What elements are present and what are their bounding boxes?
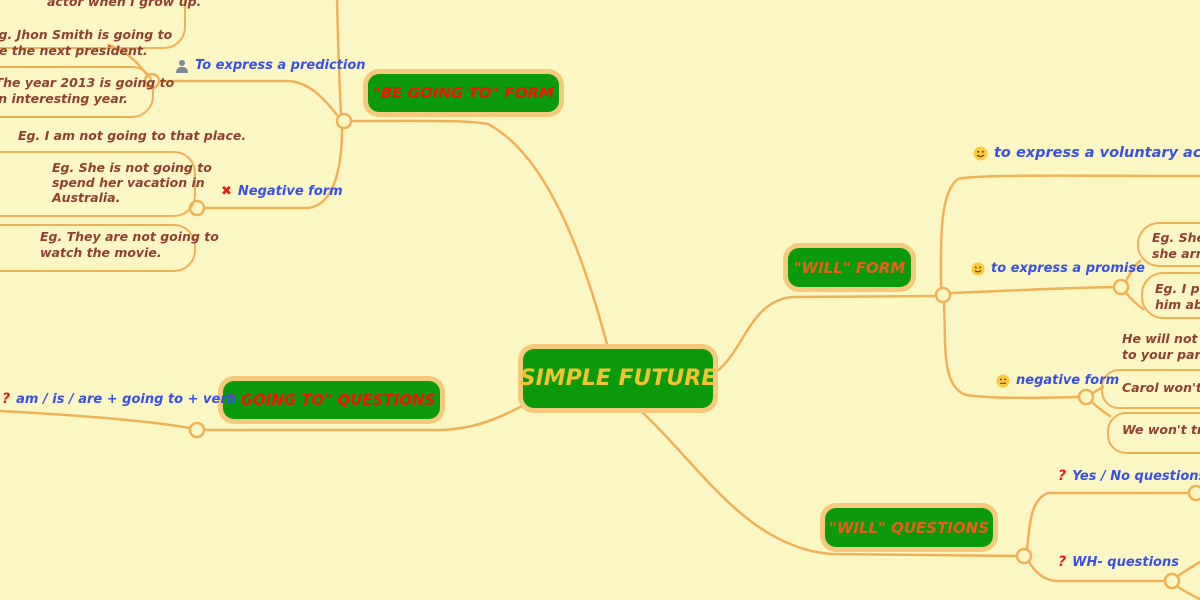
question-mark-icon: ? [1058, 468, 1067, 484]
junction-will-form[interactable] [934, 286, 952, 304]
smiley-icon [996, 374, 1010, 388]
red-x-icon: ✖ [221, 184, 232, 199]
example-we-wont[interactable]: We won't travel [1122, 422, 1200, 437]
example-bubble-i-promise[interactable] [1141, 272, 1200, 319]
example-not-vacation[interactable]: Eg. She is not going to spend her vacati… [52, 160, 212, 205]
topic-going-to-questions[interactable]: " GOING TO" QUESTIONS [218, 376, 445, 424]
subtopic-voluntary-action-label: to express a voluntary action [994, 145, 1200, 161]
question-mark-icon: ? [2, 391, 11, 407]
subtopic-voluntary-action[interactable]: to express a voluntary action [973, 145, 1200, 161]
topic-will-form-label: "WILL" FORM [788, 248, 911, 287]
subtopic-wh-questions[interactable]: ? WH- questions [1058, 554, 1179, 570]
subtopic-negative-form-will[interactable]: negative form [996, 373, 1119, 388]
junction-negative-form-will[interactable] [1077, 388, 1095, 406]
example-he-will-not[interactable]: He will not ( won' to your party [1122, 331, 1200, 362]
topic-be-going-to-form[interactable]: "BE GOING TO" FORM [363, 69, 564, 117]
subtopic-promise[interactable]: to express a promise [971, 261, 1145, 276]
subtopic-wh-questions-label: WH- questions [1072, 554, 1179, 570]
topic-be-going-to-form-label: "BE GOING TO" FORM [368, 74, 559, 112]
example-not-that-place[interactable]: Eg. I am not going to that place. [18, 128, 247, 143]
topic-will-questions-label: "WILL" QUESTIONS [825, 508, 993, 547]
junction-be-going-to[interactable] [335, 112, 353, 130]
subtopic-negative-form-going-to-label: Negative form [237, 184, 343, 199]
smiley-icon [973, 146, 988, 161]
subtopic-promise-label: to express a promise [991, 261, 1145, 276]
subtopic-yes-no-questions[interactable]: ? Yes / No questions [1058, 468, 1200, 484]
junction-yes-no[interactable] [1187, 484, 1200, 502]
subtopic-negative-form-going-to[interactable]: ✖ Negative form [221, 184, 343, 199]
person-icon [175, 59, 189, 73]
topic-going-to-questions-label: " GOING TO" QUESTIONS [223, 381, 440, 419]
example-bubble-she-will[interactable] [1137, 222, 1200, 267]
topic-will-questions[interactable]: "WILL" QUESTIONS [820, 503, 998, 552]
subtopic-yes-no-questions-label: Yes / No questions [1072, 468, 1200, 484]
example-actor[interactable]: actor when I grow up. [47, 0, 202, 9]
central-topic[interactable]: SIMPLE FUTURE [518, 344, 718, 413]
example-bubble-not-vacation[interactable] [0, 151, 196, 217]
junction-will-questions[interactable] [1015, 547, 1033, 565]
example-bubble-not-movie[interactable] [0, 224, 196, 272]
example-bubble-year-2013[interactable] [0, 66, 154, 118]
smiley-icon [971, 262, 985, 276]
example-jhon-smith[interactable]: Eg. Jhon Smith is going to be the next p… [0, 27, 173, 58]
junction-promise[interactable] [1112, 278, 1130, 296]
question-mark-icon: ? [1058, 554, 1067, 570]
example-i-promise[interactable]: Eg. I promi him about [1155, 281, 1200, 312]
junction-wh[interactable] [1163, 572, 1181, 590]
example-carol[interactable]: Carol won't make [1122, 380, 1200, 395]
subtopic-prediction-label: To express a prediction [195, 58, 366, 73]
example-bubble-carol[interactable] [1101, 369, 1200, 409]
subtopic-going-to-pattern[interactable]: ? am / is / are + going to + verb [2, 391, 236, 407]
example-bubble-actor[interactable] [0, 0, 186, 49]
example-bubble-we-wont[interactable] [1107, 412, 1200, 454]
topic-will-form[interactable]: "WILL" FORM [783, 243, 916, 292]
example-not-movie[interactable]: Eg. They are not going to watch the movi… [40, 229, 219, 260]
central-topic-label: SIMPLE FUTURE [520, 349, 716, 408]
subtopic-prediction[interactable]: To express a prediction [175, 58, 366, 73]
subtopic-going-to-pattern-label: am / is / are + going to + verb [16, 391, 237, 407]
junction-going-to-questions[interactable] [188, 421, 206, 439]
subtopic-negative-form-will-label: negative form [1016, 373, 1120, 388]
example-she-will[interactable]: Eg. She wil she arrives [1152, 230, 1200, 261]
example-year-2013[interactable]: Eg. The year 2013 is going to be an inte… [0, 75, 175, 106]
